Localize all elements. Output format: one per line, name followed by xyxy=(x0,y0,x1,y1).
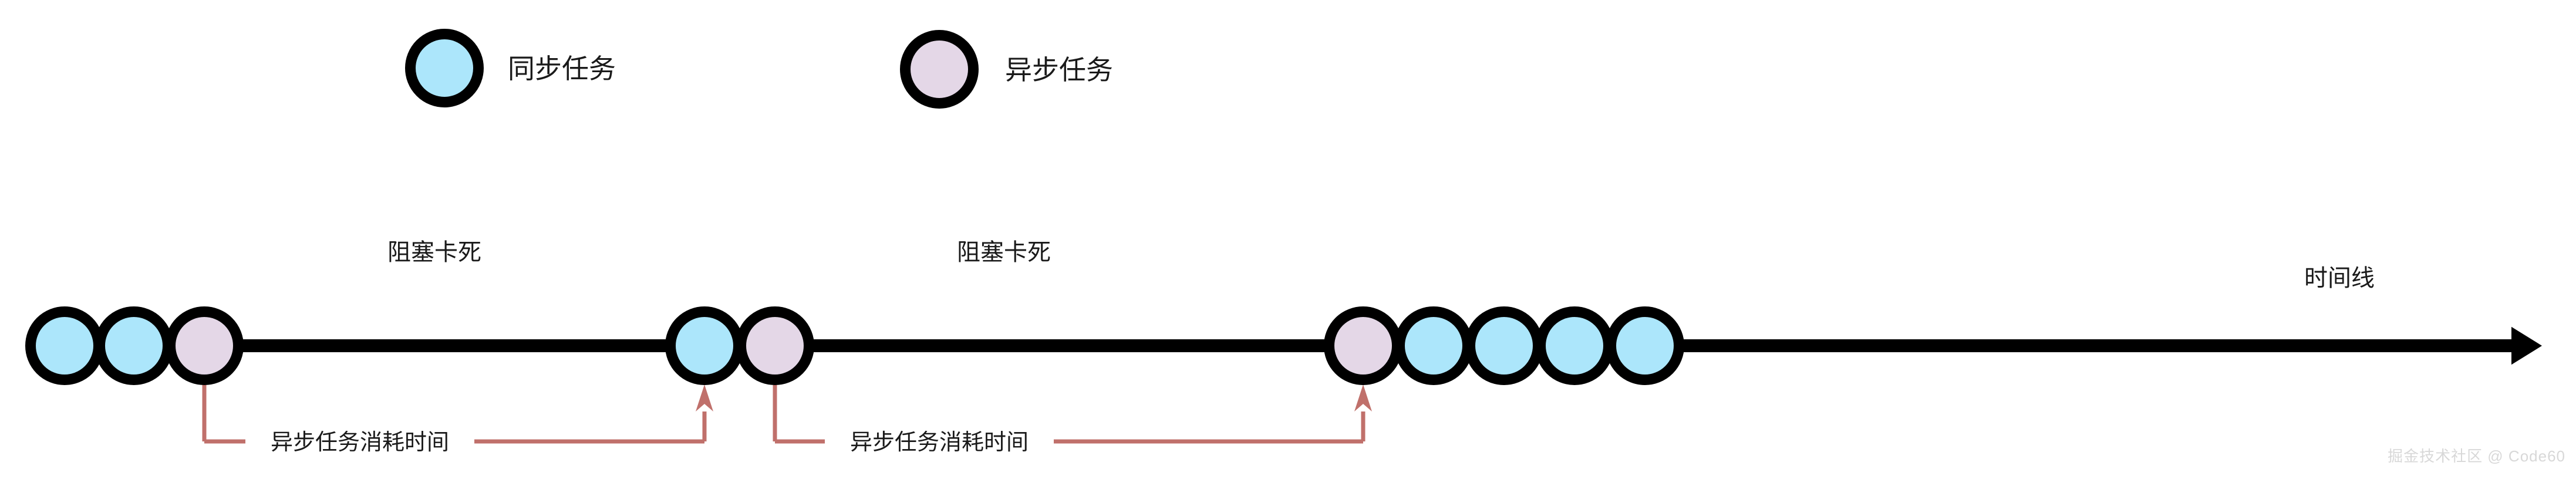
task-node-sync[interactable] xyxy=(1606,306,1684,385)
legend: 同步任务 异步任务 xyxy=(405,29,1113,109)
task-node-sync[interactable] xyxy=(25,306,104,385)
legend-item-sync: 同步任务 xyxy=(405,29,616,107)
annotation-async-duration-2: 异步任务消耗时间 xyxy=(773,384,1372,455)
legend-async-circle-icon xyxy=(900,30,979,109)
task-node-sync[interactable] xyxy=(1394,306,1473,385)
legend-sync-label: 同步任务 xyxy=(508,53,616,84)
task-node-async[interactable] xyxy=(736,306,814,385)
watermark: 掘金技术社区 @ Code60 xyxy=(2388,447,2565,465)
annotation-label: 异步任务消耗时间 xyxy=(850,430,1029,455)
legend-item-async: 异步任务 xyxy=(900,30,1113,109)
task-node-sync[interactable] xyxy=(95,306,173,385)
timeline-axis: 时间线 xyxy=(31,265,2542,365)
task-node-sync[interactable] xyxy=(1465,306,1543,385)
task-node-async[interactable] xyxy=(1324,306,1402,385)
timeline-arrow-icon xyxy=(2511,326,2542,365)
block-label-1: 阻塞卡死 xyxy=(387,240,481,265)
annotation-arrow-icon xyxy=(1354,384,1372,411)
legend-sync-circle-icon xyxy=(405,29,484,107)
legend-async-label: 异步任务 xyxy=(1005,55,1113,85)
task-node-sync[interactable] xyxy=(1535,306,1614,385)
task-nodes xyxy=(25,306,1684,385)
timeline-axis-label: 时间线 xyxy=(2304,265,2375,291)
annotation-async-duration-1: 异步任务消耗时间 xyxy=(202,384,713,455)
task-node-sync[interactable] xyxy=(665,306,744,385)
block-label-2: 阻塞卡死 xyxy=(957,240,1051,265)
block-labels: 阻塞卡死 阻塞卡死 xyxy=(387,240,1051,265)
task-node-async[interactable] xyxy=(165,306,244,385)
annotation-label: 异步任务消耗时间 xyxy=(271,430,449,455)
annotation-arrow-icon xyxy=(696,384,713,411)
annotations: 异步任务消耗时间 异步任务消耗时间 xyxy=(202,384,1372,455)
